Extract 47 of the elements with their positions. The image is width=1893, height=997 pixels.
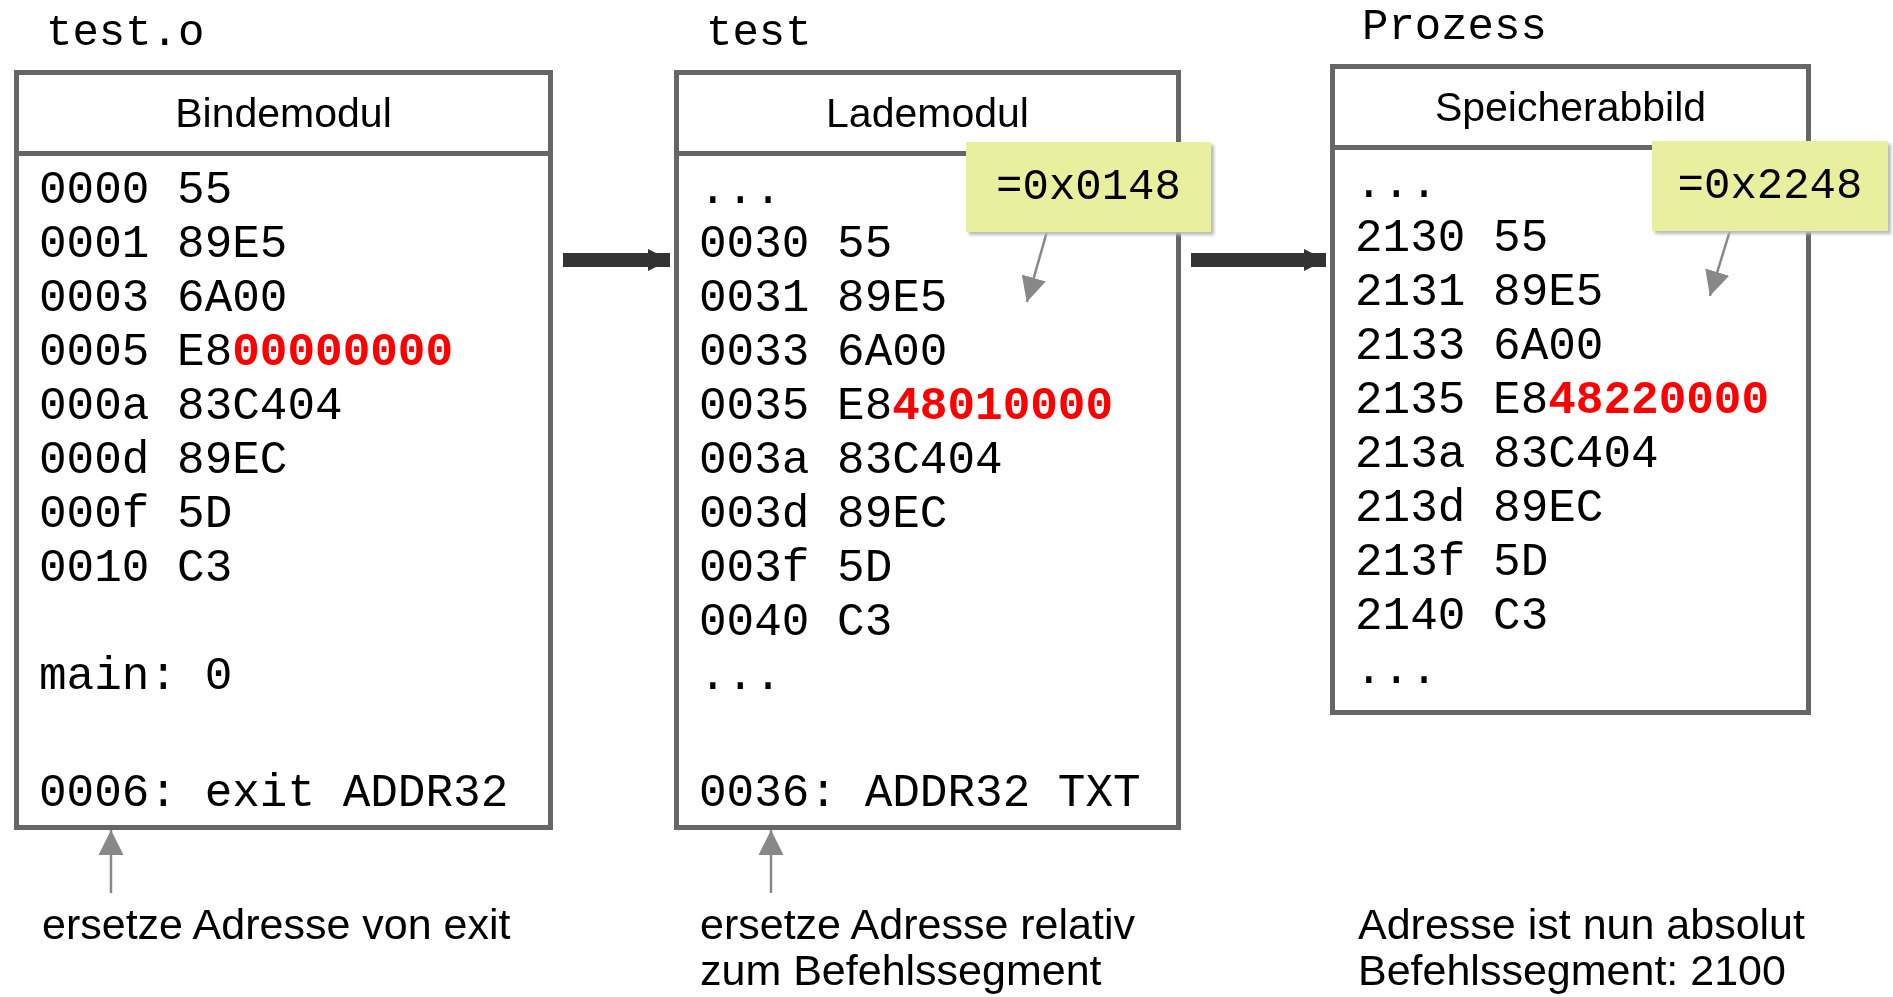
code-line: 0033 6A00: [698, 326, 948, 380]
code-line: 0003 6A00: [38, 272, 288, 326]
value-callout: =0x0148: [966, 142, 1211, 232]
module-title: Prozess: [1362, 2, 1547, 52]
code-line: 2130 55: [1354, 212, 1549, 266]
leader-arrow: [1021, 231, 1049, 303]
annotation-text: Befehlssegment: 2100: [1358, 947, 1786, 993]
module-header: Bindemodul: [19, 75, 548, 156]
code-line: 003a 83C404: [698, 434, 1003, 488]
code-line: ...: [1354, 644, 1438, 698]
code-line: ...: [1354, 158, 1438, 212]
code-line: 0035 E848010000: [698, 380, 1114, 434]
leader-arrow: [98, 830, 124, 893]
code-line: ...: [698, 164, 782, 218]
code-line: 0040 C3: [698, 596, 893, 650]
code-line: 213d 89EC: [1354, 482, 1604, 536]
code-line: 213f 5D: [1354, 536, 1549, 590]
code-line: 2131 89E5: [1354, 266, 1604, 320]
flow-arrow: [563, 248, 670, 272]
code-line: 0010 C3: [38, 542, 233, 596]
leader-arrow: [758, 830, 784, 893]
annotation-text: ersetze Adresse relativ zum Befehlssegment: [700, 901, 1220, 993]
code-line: ...: [698, 650, 782, 704]
code-line: main: 0: [38, 650, 233, 704]
code-line: 0005 E800000000: [38, 326, 454, 380]
annotation-text: Adresse ist nun absolut: [1358, 901, 1805, 947]
code-line: 0036: ADDR32 TXT: [679, 767, 1141, 821]
flow-arrow: [1191, 248, 1326, 272]
value-callout: =0x2248: [1652, 141, 1888, 231]
code-line: 000f 5D: [38, 488, 233, 542]
code-line: 0030 55: [698, 218, 893, 272]
code-line: 0001 89E5: [38, 218, 288, 272]
module-title: test: [706, 8, 812, 58]
code-line: 2133 6A00: [1354, 320, 1604, 374]
code-line: 000a 83C404: [38, 380, 343, 434]
leader-arrow: [1705, 230, 1732, 297]
code-line: 0000 55: [38, 164, 233, 218]
code-line: 003f 5D: [698, 542, 893, 596]
code-line: 213a 83C404: [1354, 428, 1659, 482]
code-line: 2135 E848220000: [1354, 374, 1770, 428]
code-line: 2140 C3: [1354, 590, 1549, 644]
code-line: 000d 89EC: [38, 434, 288, 488]
module-title: test.o: [46, 8, 205, 58]
code-line: 0031 89E5: [698, 272, 948, 326]
annotation-text: ersetze Adresse von exit: [42, 901, 562, 947]
code-line: 0006: exit ADDR32: [19, 767, 509, 821]
code-line: 003d 89EC: [698, 488, 948, 542]
